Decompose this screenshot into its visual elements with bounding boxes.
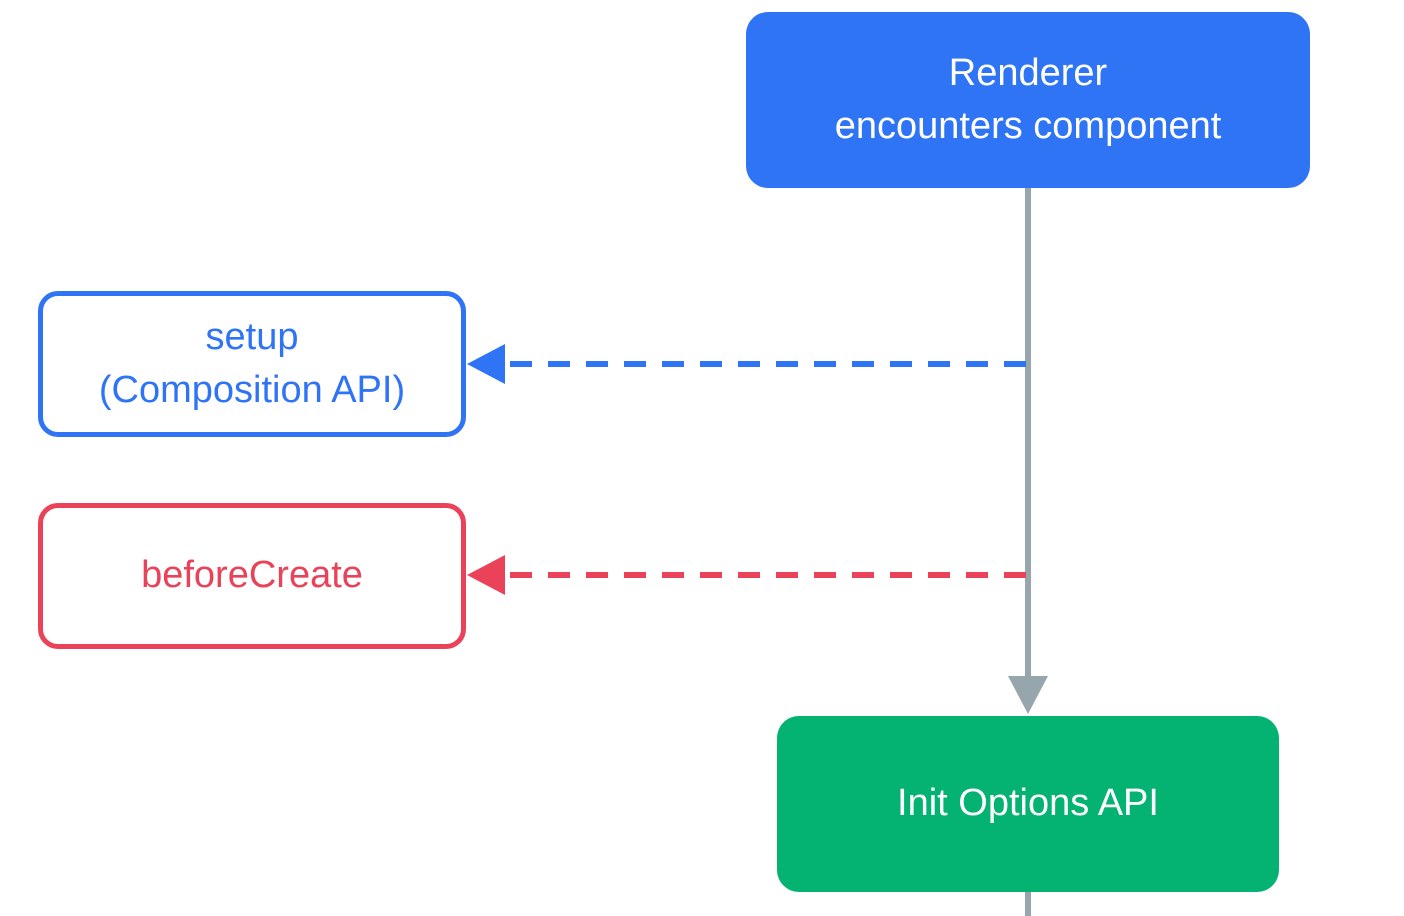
init-options-node: Init Options API — [777, 716, 1279, 892]
before-create-arrowhead — [467, 555, 505, 595]
main-flow-arrowhead — [1008, 676, 1048, 714]
renderer-node-label: Renderer encounters component — [834, 51, 1222, 147]
setup-arrowhead — [467, 344, 505, 384]
renderer-node: Renderer encounters component — [746, 12, 1310, 188]
before-create-node-label: beforeCreate — [141, 554, 363, 597]
init-options-node-label: Init Options API — [897, 782, 1159, 825]
setup-node-label: setup (Composition API) — [98, 315, 406, 411]
setup-node: setup (Composition API) — [38, 291, 466, 437]
before-create-node: beforeCreate — [38, 503, 466, 649]
